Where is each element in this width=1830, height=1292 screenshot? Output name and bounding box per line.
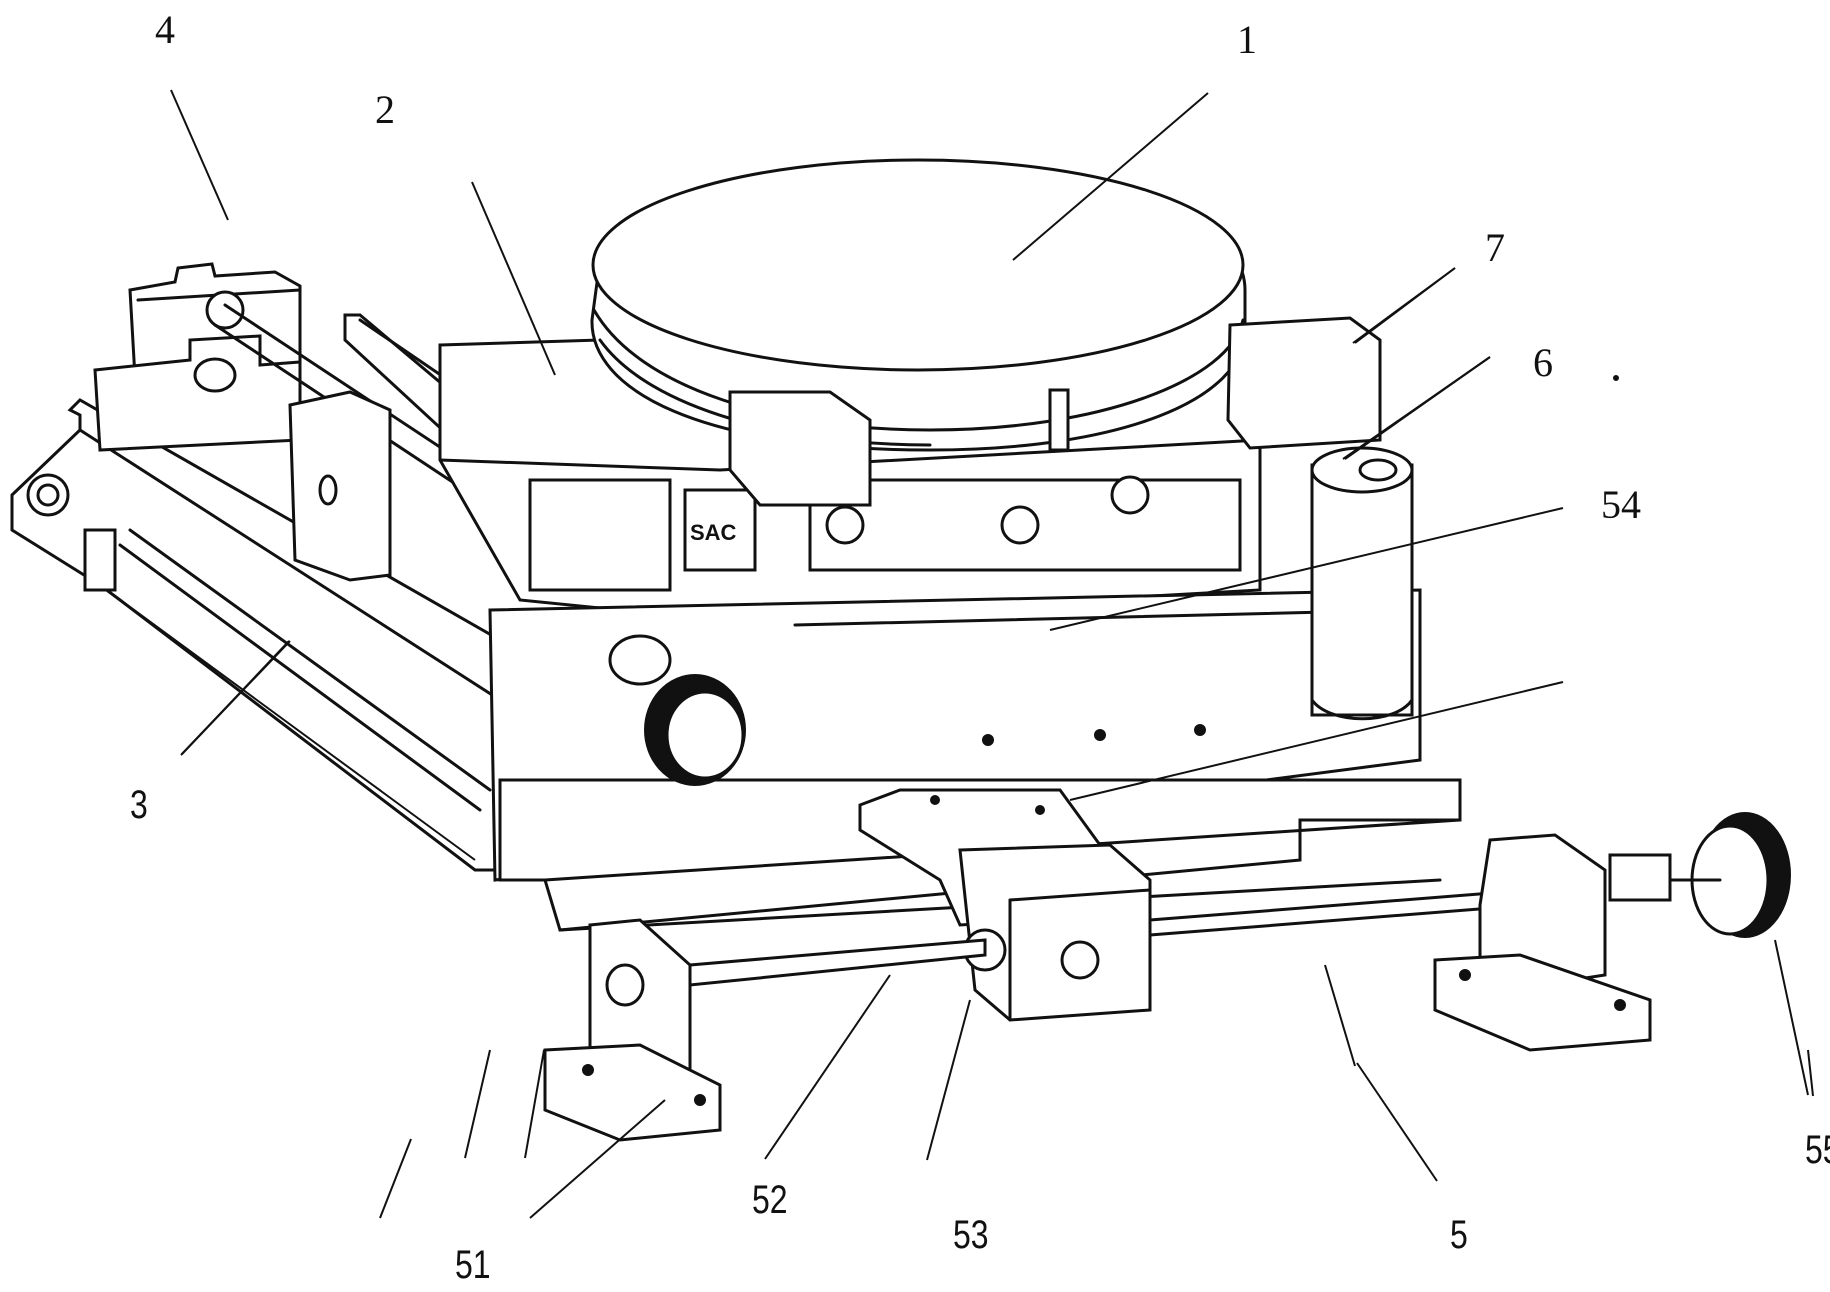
- leader-52-b: [764, 974, 891, 1160]
- label-52: 52: [752, 1178, 788, 1222]
- stray-dot: [1613, 375, 1619, 381]
- leader-54-b: [1069, 681, 1564, 801]
- label-6: 6: [1533, 340, 1553, 385]
- left-adjust-knob: [608, 634, 746, 786]
- leader-6-b: [1342, 356, 1491, 460]
- label-55: 55: [1805, 1128, 1830, 1172]
- base-rail-3: [10, 398, 502, 872]
- rotary-table-1: [590, 158, 1382, 507]
- leader-52: [464, 1049, 491, 1159]
- cylinder-6: [1310, 446, 1414, 721]
- label-5: 5: [1450, 1213, 1468, 1257]
- leader-3-b: [181, 640, 290, 755]
- leader-7-b: [1352, 267, 1456, 344]
- right-bearing-support: [1433, 833, 1652, 1052]
- leader-54: [1049, 507, 1564, 631]
- label-53: 53: [953, 1213, 989, 1257]
- part-marking-text: SAC: [690, 520, 737, 545]
- leader-53-b: [926, 999, 971, 1161]
- slider-carriage: [858, 788, 1152, 1022]
- leader-4: [170, 89, 229, 221]
- hand-wheel-55: [1608, 812, 1791, 938]
- label-7: 7: [1485, 225, 1505, 270]
- leader-51-b: [529, 1099, 666, 1219]
- leader-53: [524, 1049, 545, 1159]
- label-1: 1: [1237, 17, 1257, 62]
- label-51: 51: [455, 1243, 491, 1287]
- label-2: 2: [375, 87, 395, 132]
- left-bearing-support-51: [543, 918, 722, 1142]
- leader-51: [379, 1138, 412, 1219]
- label-54: 54: [1601, 482, 1641, 527]
- leader-5-b: [1356, 1062, 1438, 1182]
- leader-2: [471, 181, 556, 376]
- left-motor-block-4: [93, 262, 522, 522]
- leader-55: [1807, 1049, 1814, 1097]
- leader-55-b: [1774, 939, 1809, 1096]
- label-4: 4: [155, 7, 175, 52]
- leader-5: [1324, 964, 1356, 1067]
- leader-1: [1012, 92, 1209, 261]
- label-3: 3: [130, 783, 148, 827]
